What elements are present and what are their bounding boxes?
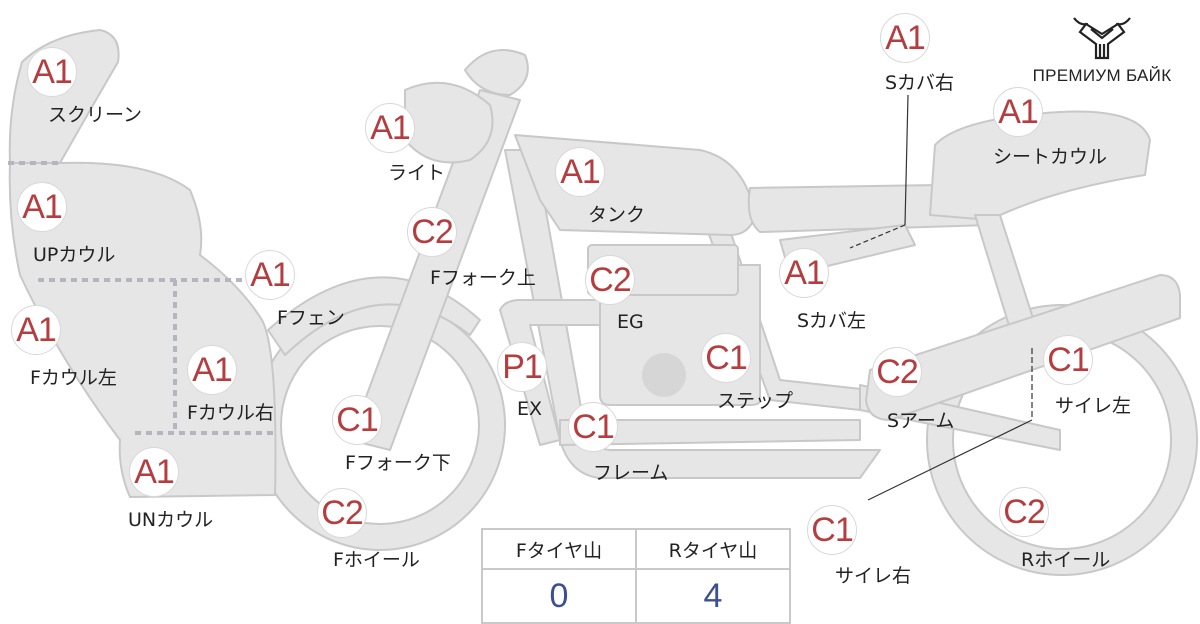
grade-badge: A1 xyxy=(17,182,67,232)
part-label: Fホイール xyxy=(333,549,420,571)
grade-badge: A1 xyxy=(129,447,179,497)
headlight-shape xyxy=(404,81,494,164)
part-label: UPカウル xyxy=(33,244,116,266)
part-label: サイレ左 xyxy=(1055,395,1132,417)
grade-badge: C1 xyxy=(332,395,382,445)
part-label: Fフォーク上 xyxy=(430,267,536,289)
grade-badge: C2 xyxy=(317,488,367,538)
part-label: スクリーン xyxy=(48,104,143,126)
part-label: EG xyxy=(617,311,644,333)
brand-logo: ПРЕМИУМ БАЙК xyxy=(1012,14,1192,86)
part-label: ライト xyxy=(388,162,446,184)
rear-tread-header: Rタイヤ山 xyxy=(635,528,791,570)
part-label: Fフォーク下 xyxy=(345,452,451,474)
grade-badge: A1 xyxy=(993,87,1043,137)
part-label: Sアーム xyxy=(887,410,955,432)
grade-badge: C2 xyxy=(585,255,635,305)
grade-badge: C1 xyxy=(807,505,857,555)
grade-badge: A1 xyxy=(880,13,930,63)
part-label: フレーム xyxy=(593,462,669,484)
part-label: ステップ xyxy=(717,390,794,412)
grade-badge: C2 xyxy=(407,207,457,257)
grade-badge: C1 xyxy=(1043,335,1093,385)
front-tread-value: 0 xyxy=(481,568,637,624)
grade-badge: A1 xyxy=(555,147,605,197)
grade-badge: A1 xyxy=(245,250,295,300)
part-label: Sカバ左 xyxy=(797,310,867,332)
part-label: EX xyxy=(517,398,543,420)
cowl-shape xyxy=(8,161,277,498)
part-label: Fカウル左 xyxy=(30,367,117,389)
part-label: Sカバ右 xyxy=(885,72,955,94)
tire-tread-table: Fタイヤ山 Rタイヤ山 0 4 xyxy=(481,528,791,624)
part-label: タンク xyxy=(588,204,646,226)
part-label: Fカウル右 xyxy=(187,402,274,424)
grade-badge: C2 xyxy=(872,347,922,397)
grade-badge: A1 xyxy=(365,103,415,153)
grade-badge: A1 xyxy=(187,345,237,395)
part-label: UNカウル xyxy=(128,509,214,531)
grade-badge: A1 xyxy=(779,248,829,298)
bull-logo-icon xyxy=(1073,17,1131,60)
brand-name: ПРЕМИУМ БАЙК xyxy=(1032,66,1172,85)
grade-badge: P1 xyxy=(497,342,547,392)
part-label: Fフェン xyxy=(277,307,345,329)
muffler-shape xyxy=(865,274,1181,421)
part-label: サイレ右 xyxy=(835,565,912,587)
leader-lines xyxy=(849,94,1033,501)
part-label: Rホイール xyxy=(1021,549,1111,571)
rear-tread-value: 4 xyxy=(635,568,791,624)
part-label: シートカウル xyxy=(993,146,1108,168)
front-fork-shape xyxy=(349,89,521,451)
front-tread-header: Fタイヤ山 xyxy=(481,528,637,570)
grade-badge: A1 xyxy=(27,47,77,97)
grade-badge: C1 xyxy=(701,333,751,383)
grade-badge: C1 xyxy=(568,402,618,452)
grade-badge: A1 xyxy=(11,305,61,355)
grade-badge: C2 xyxy=(999,487,1049,537)
seat-cowl-shape xyxy=(929,110,1151,221)
